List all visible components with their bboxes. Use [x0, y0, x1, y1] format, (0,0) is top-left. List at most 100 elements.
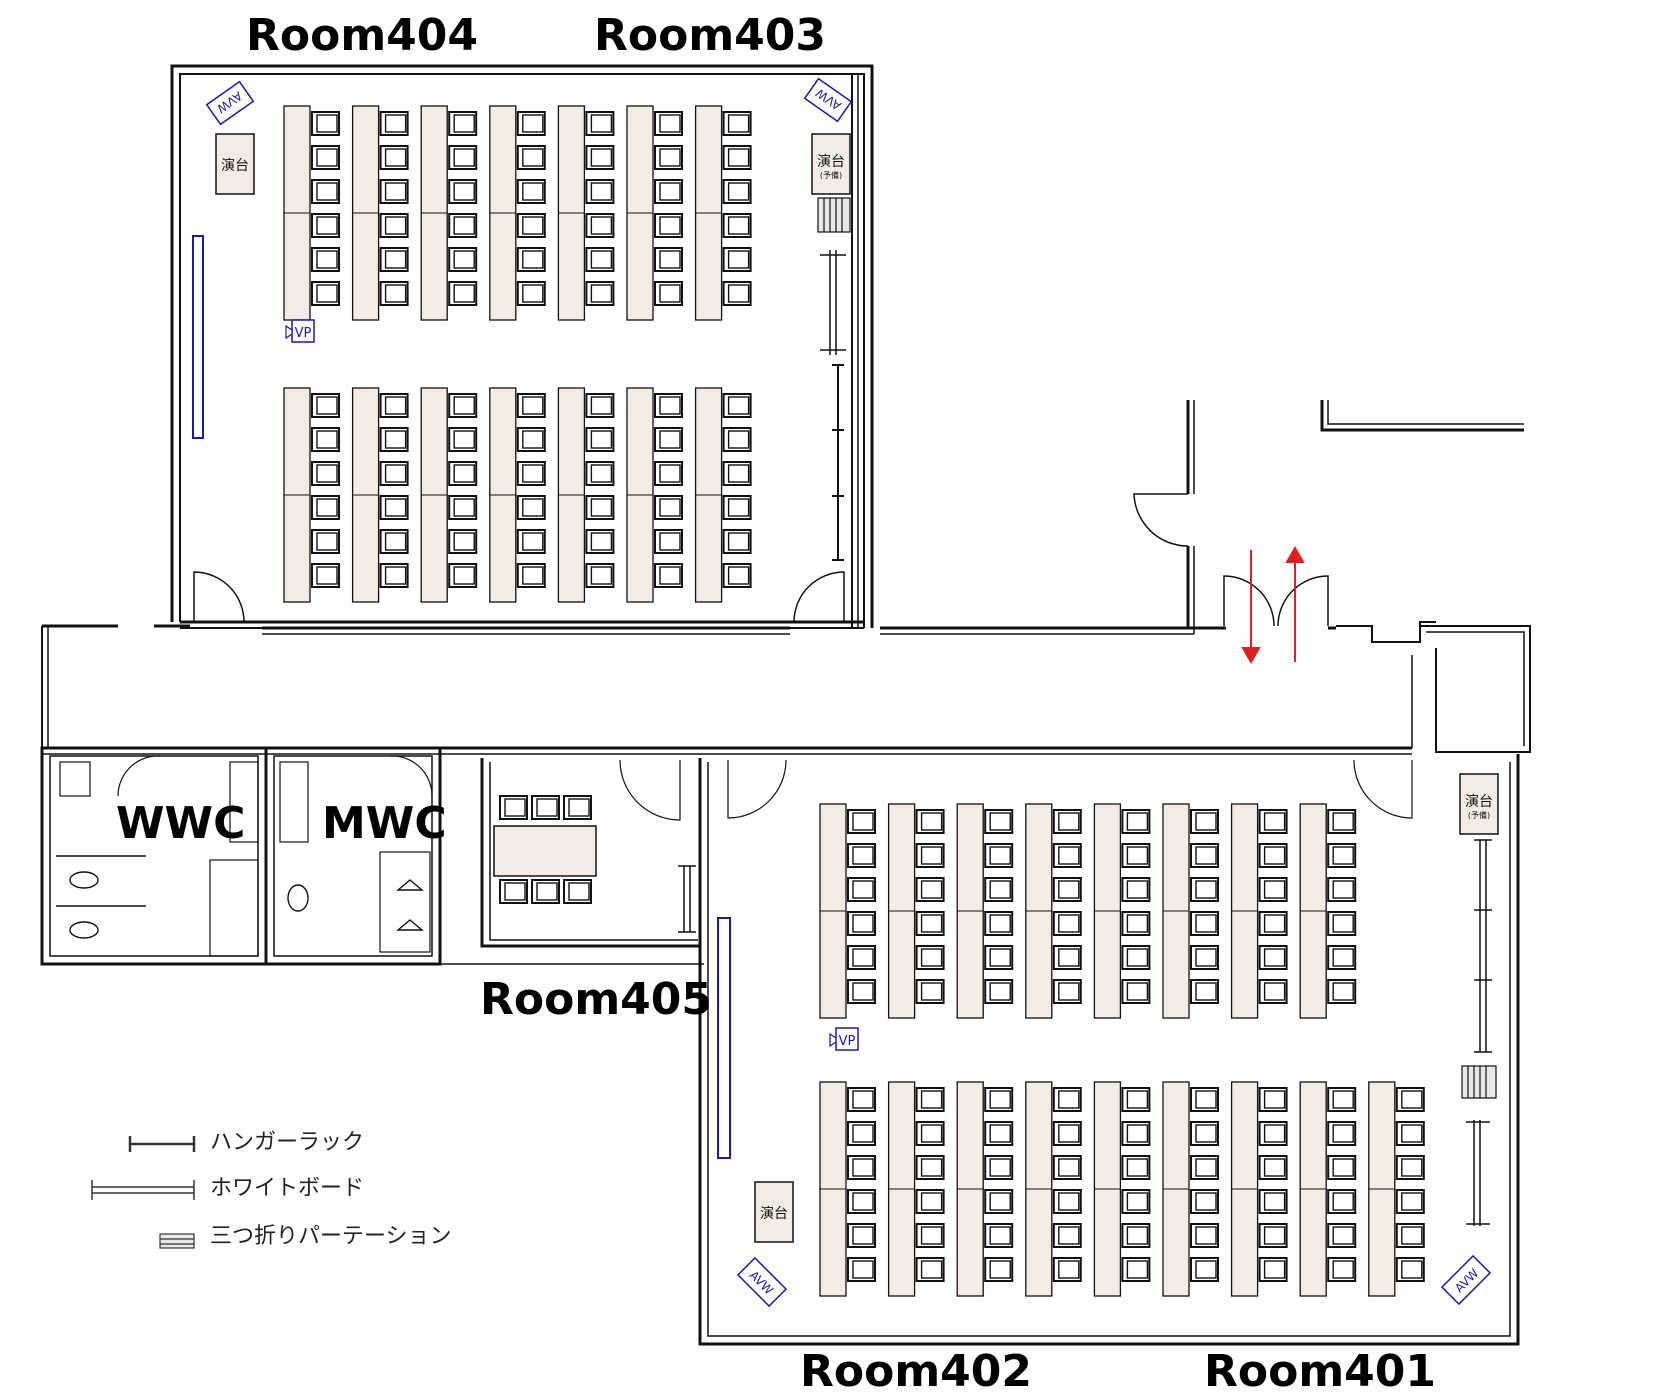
chair: [654, 111, 683, 136]
chair: [531, 879, 560, 904]
chair: [654, 145, 683, 170]
chair: [847, 1189, 876, 1214]
chair: [379, 145, 409, 170]
chair: [1121, 1189, 1151, 1214]
chair: [1395, 1223, 1425, 1248]
chair: [1258, 843, 1288, 868]
chair: [1190, 979, 1219, 1004]
chair: [1121, 1223, 1151, 1248]
chair: [722, 427, 752, 452]
projector-label: VP: [295, 326, 312, 341]
chair: [1190, 945, 1219, 970]
chair: [722, 179, 752, 204]
chair: [311, 461, 340, 486]
chair: [448, 145, 478, 170]
desk-block-top: [819, 803, 1357, 1019]
chair: [1190, 1257, 1219, 1282]
chair: [379, 213, 409, 238]
chair: [915, 1155, 945, 1180]
chair: [722, 529, 752, 554]
chair: [722, 393, 752, 418]
chair: [311, 111, 340, 136]
chair: [448, 563, 478, 588]
chair: [722, 281, 752, 306]
chair: [448, 213, 478, 238]
chair: [984, 911, 1014, 936]
chair: [847, 979, 876, 1004]
chair: [847, 945, 876, 970]
chair: [516, 495, 546, 520]
chair: [984, 945, 1014, 970]
chair: [379, 393, 409, 418]
chair: [1258, 1087, 1288, 1112]
spare-podium-label: 演台: [817, 154, 845, 170]
chair: [379, 111, 409, 136]
chair: [1052, 979, 1082, 1004]
chair: [1052, 1121, 1082, 1146]
chair: [1327, 877, 1357, 902]
exit-arrows: [1241, 545, 1305, 665]
av-wagon-icon: AVW: [803, 77, 853, 123]
chair: [1052, 1189, 1082, 1214]
chair: [1395, 1155, 1425, 1180]
chair: [516, 427, 546, 452]
chair: [1258, 945, 1288, 970]
chair: [1121, 911, 1151, 936]
chair: [915, 1121, 945, 1146]
chair: [379, 563, 409, 588]
chair: [448, 393, 478, 418]
chair: [1190, 1087, 1219, 1112]
chair: [915, 1223, 945, 1248]
hallway-walls: [1133, 400, 1524, 634]
chair: [585, 563, 615, 588]
whiteboard: [820, 250, 846, 355]
meeting-table: [493, 825, 597, 877]
chair: [311, 179, 340, 204]
chair: [1052, 1087, 1082, 1112]
chair: [1190, 1189, 1219, 1214]
room-403-label: Room403: [594, 10, 827, 61]
chair: [379, 529, 409, 554]
chair: [585, 213, 615, 238]
chair: [1052, 877, 1082, 902]
chair: [654, 393, 683, 418]
chair: [311, 247, 340, 272]
chair: [847, 877, 876, 902]
chair: [654, 461, 683, 486]
chair: [1395, 1189, 1425, 1214]
room-405-walls: [440, 758, 704, 965]
chair: [1327, 945, 1357, 970]
chair: [722, 145, 752, 170]
chair: [654, 281, 683, 306]
chair: [984, 877, 1014, 902]
room-401-label: Room401: [1204, 1346, 1437, 1397]
chair: [1052, 1155, 1082, 1180]
chair: [1052, 809, 1082, 834]
chair: [1258, 1223, 1288, 1248]
podium-label: 演台: [760, 1206, 788, 1222]
podium-label: 演台: [221, 158, 249, 174]
av-wagon-icon: AVW: [205, 80, 255, 126]
chair: [915, 1257, 945, 1282]
chair: [847, 1155, 876, 1180]
room-404-label: Room404: [246, 10, 479, 61]
chair: [984, 809, 1014, 834]
room-405-whiteboard: [678, 865, 696, 933]
chair: [516, 111, 546, 136]
chair: [984, 1155, 1014, 1180]
room-405-label: Room405: [480, 974, 713, 1025]
chair: [1395, 1121, 1425, 1146]
chair: [984, 1121, 1014, 1146]
chair: [311, 213, 340, 238]
chair: [1258, 911, 1288, 936]
folding-partition: [1461, 1065, 1497, 1099]
desk-block-bottom: [819, 1081, 1425, 1297]
chair: [516, 247, 546, 272]
chair: [722, 111, 752, 136]
chair: [1121, 1121, 1151, 1146]
chair: [585, 427, 615, 452]
chair: [516, 145, 546, 170]
chair: [499, 795, 528, 820]
chair: [585, 111, 615, 136]
